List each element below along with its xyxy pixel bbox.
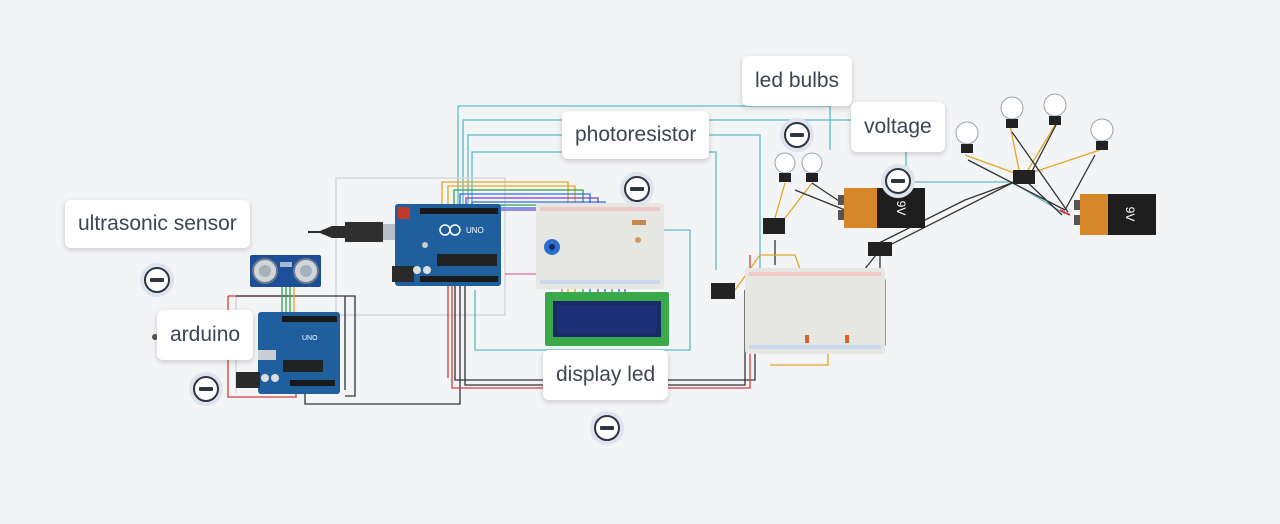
collapse-button-led-bulbs[interactable] <box>780 118 814 152</box>
breadboard-1[interactable] <box>536 203 664 289</box>
minus-icon <box>784 122 810 148</box>
callout-voltage[interactable]: voltage <box>851 102 945 152</box>
bulb-6 <box>1090 118 1114 150</box>
collapse-button-arduino[interactable] <box>189 372 223 406</box>
callout-display-led[interactable]: display led <box>543 350 669 400</box>
battery-1-label: 9V <box>894 201 908 216</box>
minus-icon <box>144 267 170 293</box>
ultrasonic-sensor[interactable] <box>250 255 321 287</box>
collapse-button-ultrasonic-sensor[interactable] <box>140 263 174 297</box>
callout-ultrasonic-sensor[interactable]: ultrasonic sensor <box>65 200 250 248</box>
collapse-button-display-led[interactable] <box>590 411 624 445</box>
svg-text:UNO: UNO <box>302 335 318 342</box>
minus-icon <box>624 176 650 202</box>
minus-icon <box>885 168 911 194</box>
minus-icon <box>594 415 620 441</box>
bulb-3 <box>955 121 979 153</box>
bulb-1 <box>774 152 796 182</box>
breadboard-2[interactable] <box>745 268 885 354</box>
arduino-board-1[interactable]: UNO <box>236 312 340 394</box>
bulb-5 <box>1043 93 1067 125</box>
battery-2[interactable]: 9V <box>1074 194 1156 235</box>
light-bulbs[interactable] <box>774 93 1114 182</box>
collapse-button-voltage[interactable] <box>881 164 915 198</box>
battery-2-label: 9V <box>1123 207 1137 222</box>
battery-1[interactable]: 9V <box>838 188 925 228</box>
bulb-4 <box>1000 96 1024 128</box>
lcd-display[interactable] <box>545 292 669 346</box>
arduino-board-2[interactable]: UNO <box>308 204 501 286</box>
bulb-2 <box>801 152 823 182</box>
arduino-uno-label: UNO <box>466 226 484 235</box>
minus-icon <box>193 376 219 402</box>
relays[interactable] <box>711 170 1035 299</box>
callout-arduino[interactable]: arduino <box>157 310 254 360</box>
callout-photoresistor[interactable]: photoresistor <box>562 111 710 159</box>
callout-led-bulbs[interactable]: led bulbs <box>742 56 853 106</box>
wire-endpoint <box>152 334 158 340</box>
collapse-button-photoresistor[interactable] <box>620 172 654 206</box>
